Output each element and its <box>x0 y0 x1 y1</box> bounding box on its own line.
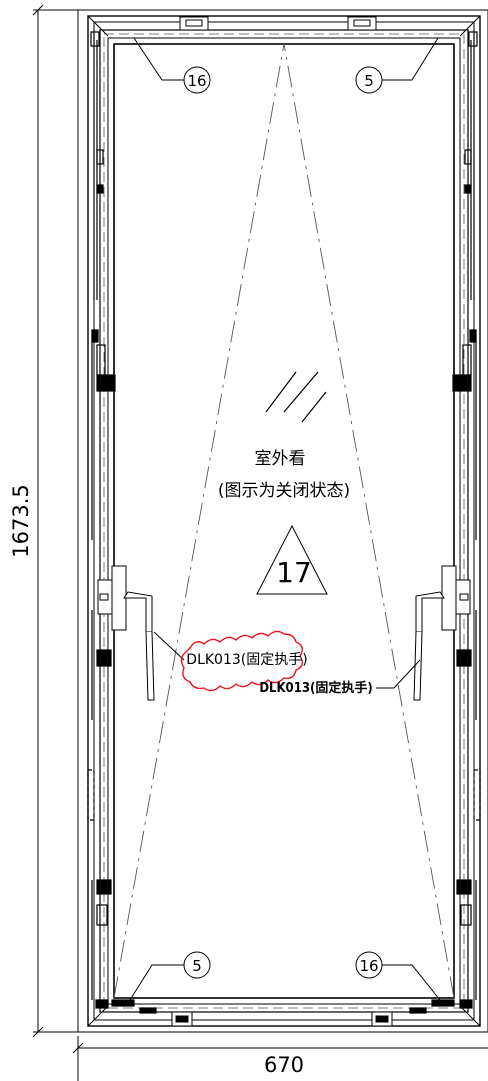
width-dimension <box>72 1036 488 1081</box>
state-label: (图示为关闭状态) <box>218 481 350 501</box>
sash-frame <box>99 29 469 1013</box>
ref-bottom-left: 5 <box>192 957 202 975</box>
ref-top-left: 16 <box>187 72 206 90</box>
left-handle <box>97 565 155 701</box>
glass-hatch <box>265 371 327 423</box>
tag-number: 17 <box>276 556 312 589</box>
tag-triangle <box>256 524 328 595</box>
outer-frame <box>77 9 488 1033</box>
left-handle-leader <box>153 631 185 661</box>
width-dimension-label: 670 <box>264 1053 304 1077</box>
left-handle-callout: DLK013(固定执手) <box>186 652 307 668</box>
opening-direction-lines <box>113 43 455 999</box>
left-edge-hardware <box>87 30 116 1009</box>
ref-leaders <box>129 37 441 1001</box>
right-handle <box>413 565 471 701</box>
sash-dashed-line <box>103 33 465 1009</box>
top-hinge-blocks <box>179 16 377 31</box>
right-edge-hardware <box>452 30 481 1009</box>
bottom-sill-hardware <box>111 999 455 1014</box>
height-dimension-label: 1673.5 <box>9 484 33 557</box>
right-handle-leader <box>376 659 421 689</box>
height-dimension <box>32 4 78 1038</box>
bottom-hinge-blocks <box>171 1011 393 1027</box>
revision-cloud <box>180 630 303 692</box>
ref-top-right: 5 <box>364 72 374 90</box>
right-handle-callout: DLK013(固定执手) <box>259 680 372 696</box>
ref-circles <box>183 66 383 979</box>
view-label: 室外看 <box>255 449 306 469</box>
ref-bottom-right: 16 <box>359 957 378 975</box>
